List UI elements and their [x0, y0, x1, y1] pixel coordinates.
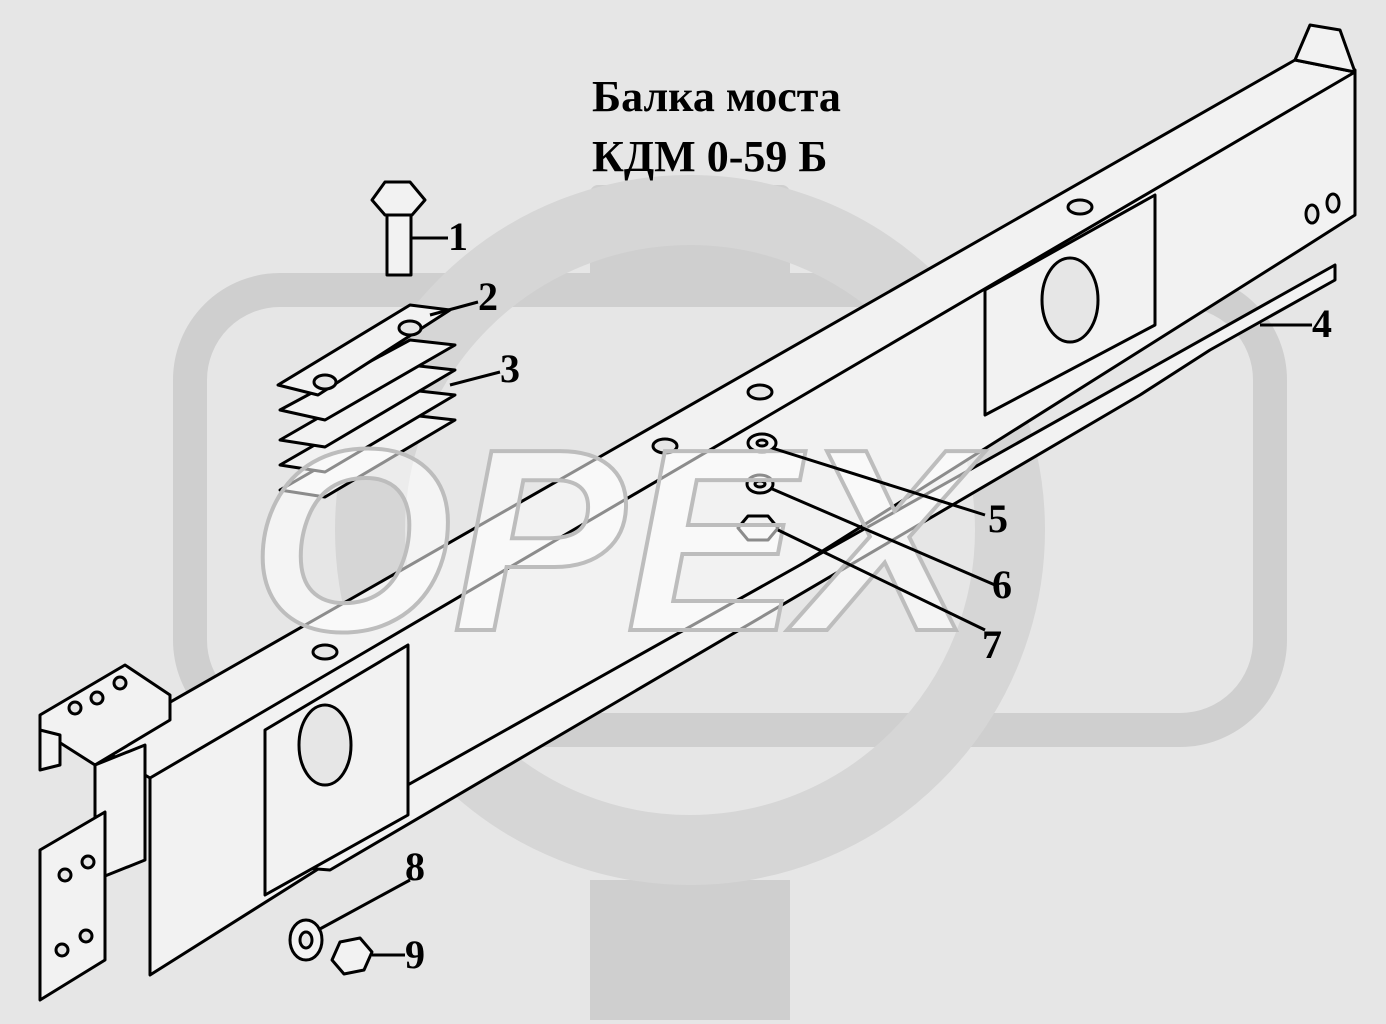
callout-5: 5 — [988, 496, 1008, 541]
callout-8: 8 — [405, 844, 425, 889]
beam-holes — [311, 192, 1341, 661]
callout-4: 4 — [1312, 301, 1332, 346]
watermark-logo — [173, 175, 1287, 1020]
leader-lines — [317, 236, 1312, 957]
callout-1: 1 — [448, 214, 468, 259]
fasteners-5-6-7 — [736, 432, 780, 542]
callout-2: 2 — [478, 274, 498, 319]
bolt-part — [370, 180, 427, 277]
callout-3: 3 — [500, 346, 520, 391]
callout-6: 6 — [992, 562, 1012, 607]
plate-stack — [276, 303, 457, 499]
callout-numbers: 1 2 3 4 5 6 7 8 9 — [405, 214, 1332, 977]
axle-beam — [38, 23, 1357, 1002]
fasteners-8-9 — [288, 918, 374, 976]
title-line-1: Балка моста — [592, 72, 841, 121]
title-line-2: КДМ 0-59 Б — [592, 132, 828, 181]
callout-7: 7 — [982, 622, 1002, 667]
watermark-text: ОРЕХ — [250, 396, 986, 686]
callout-9: 9 — [405, 932, 425, 977]
